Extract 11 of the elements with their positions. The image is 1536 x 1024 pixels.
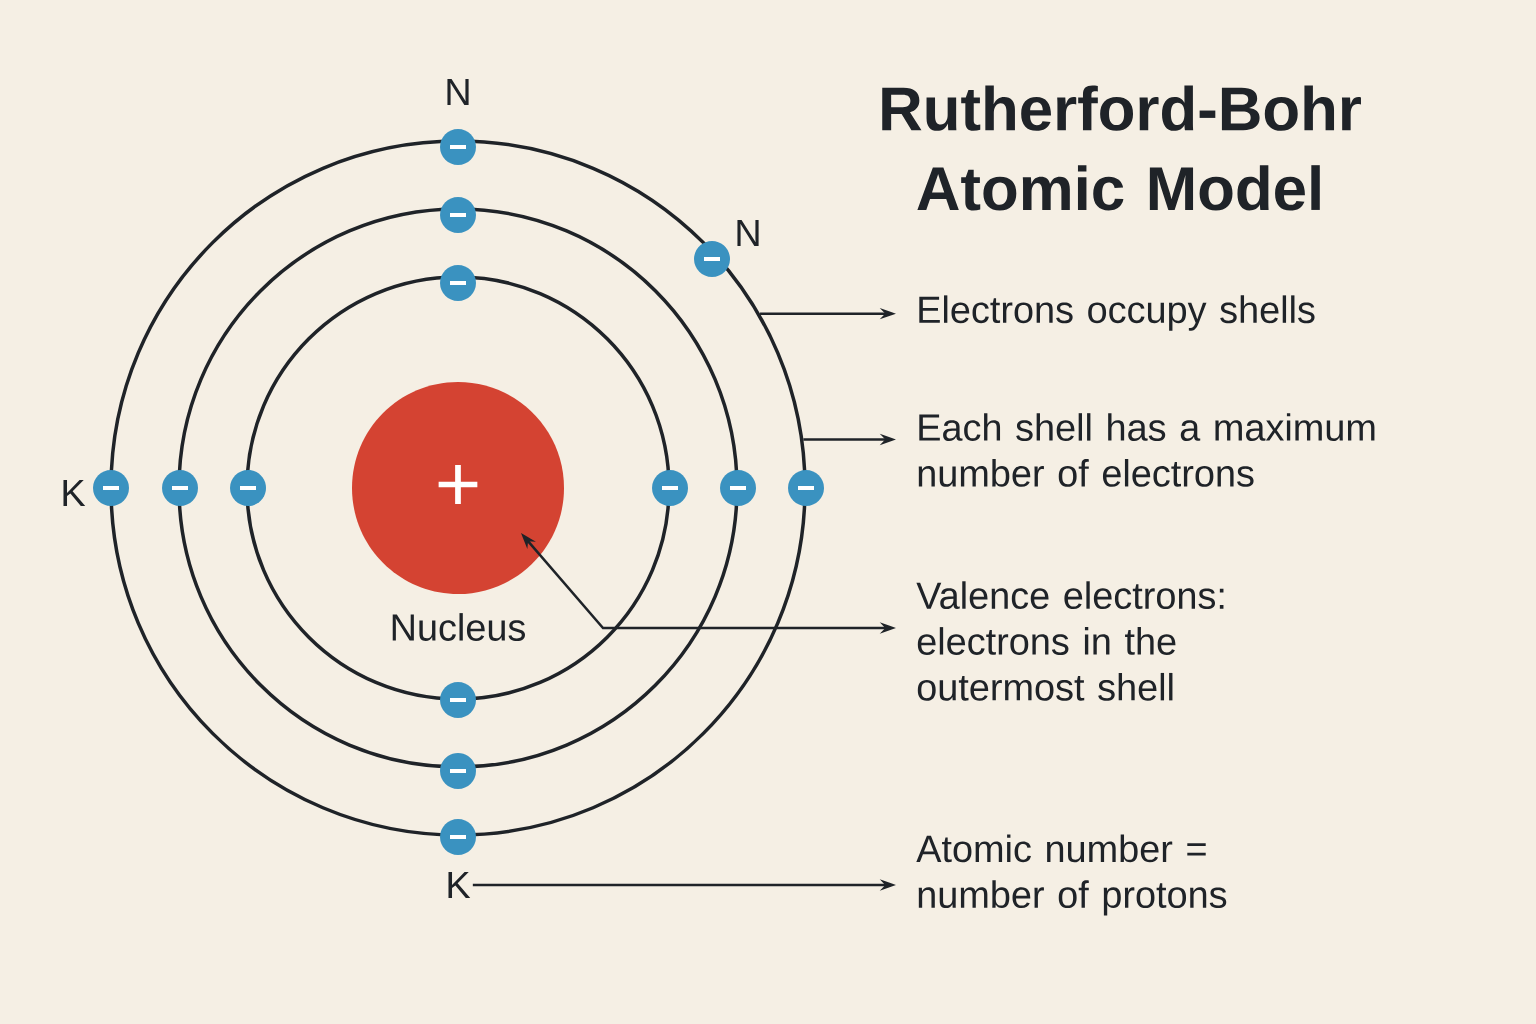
title: Rutherford-Bohr Atomic Model [882,85,1361,211]
shell-letter: N [447,79,469,106]
nucleus-label: Nucleus [392,613,525,641]
shell-letter: K [63,480,86,507]
shell-letter: K [448,872,471,899]
callout-text: Electrons occupy shells [919,295,1315,331]
orbit-ring [109,139,807,837]
shell-letter: N [737,220,759,247]
callout-text: Valence electrons: electrons in the outermost shell [916,581,1224,701]
callout-text: Each shell has a maximum number of electrons [918,413,1375,487]
callout-text: Atomic number = number of protons [916,834,1227,916]
